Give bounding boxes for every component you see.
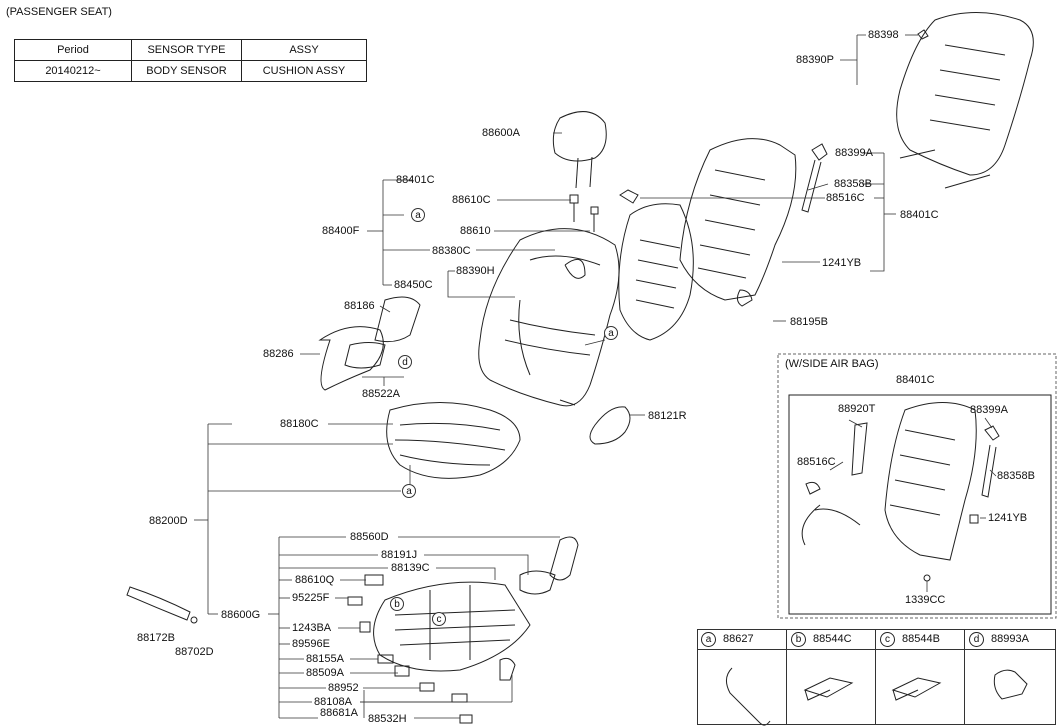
callout-c: c — [432, 612, 446, 626]
sensor-type-value: BODY SENSOR — [131, 60, 242, 82]
label-88191J: 88191J — [381, 549, 418, 561]
label-88195B: 88195B — [790, 316, 828, 328]
label-88952: 88952 — [328, 682, 359, 694]
side-airbag-title: (W/SIDE AIR BAG) — [785, 358, 879, 370]
legend-part-a: 88627 — [723, 633, 754, 645]
label-88390P: 88390P — [796, 54, 834, 66]
label-sab-1241YB: 1241YB — [988, 512, 1028, 524]
label-88522A: 88522A — [362, 388, 400, 400]
label-88155A: 88155A — [306, 653, 344, 665]
legend-letter-c: c — [880, 632, 895, 647]
legend-cell-d: d 88993A — [965, 629, 1056, 725]
label-88186: 88186 — [344, 300, 375, 312]
assy-value: CUSHION ASSY — [241, 60, 367, 82]
side-airbag-frame — [777, 353, 1057, 619]
label-88108A: 88108A — [314, 696, 352, 708]
legend-box — [697, 629, 1056, 725]
side-airbag-drawing — [801, 402, 1000, 592]
legend-letter-b: b — [791, 632, 806, 647]
back-board-drawing — [896, 12, 1034, 189]
side-shield-drawing — [589, 406, 631, 445]
label-88200D: 88200D — [149, 515, 188, 527]
legend-letter-d: d — [969, 632, 984, 647]
label-88610C: 88610C — [452, 194, 491, 206]
label-sab-88401C: 88401C — [896, 374, 935, 386]
period-value: 20140212~ — [14, 60, 132, 82]
backrest-bracket-drawing — [619, 143, 828, 213]
label-88380C: 88380C — [432, 245, 471, 257]
label-88398: 88398 — [868, 29, 899, 41]
legend-part-c: 88544B — [902, 633, 940, 645]
side-airbag-inner-frame — [788, 394, 1052, 615]
label-88180C: 88180C — [280, 418, 319, 430]
callout-d: d — [398, 355, 412, 369]
diagram-title: (PASSENGER SEAT) — [6, 6, 112, 18]
label-89596E: 89596E — [292, 638, 330, 650]
legend-part-b: 88544C — [813, 633, 852, 645]
legend-part-d: 88993A — [991, 633, 1029, 645]
seat-cushion-drawing — [386, 402, 521, 479]
callout-a-cushion: a — [402, 484, 416, 498]
legend-cell-c: c 88544B — [876, 629, 965, 725]
legend: a 88627 b 88544C c 88544B d 88993A — [697, 629, 1056, 725]
clip-drawing — [190, 616, 198, 624]
label-88400F: 88400F — [322, 225, 360, 237]
label-sab-1339CC: 1339CC — [905, 594, 946, 606]
label-88681A: 88681A — [320, 707, 358, 719]
legend-icons — [726, 667, 1028, 726]
legend-cell-a: a 88627 — [697, 629, 787, 725]
label-88532H: 88532H — [368, 713, 407, 725]
label-88401C-right: 88401C — [900, 209, 939, 221]
callout-b: b — [390, 597, 404, 611]
label-sab-88358B: 88358B — [997, 470, 1035, 482]
label-sab-88399A: 88399A — [970, 404, 1008, 416]
label-88399A: 88399A — [835, 147, 873, 159]
label-88610Q: 88610Q — [295, 574, 335, 586]
seat-track-drawing — [347, 574, 531, 724]
label-88286: 88286 — [263, 348, 294, 360]
label-88401C-top: 88401C — [396, 174, 435, 186]
seat-back-frame-drawing — [618, 138, 797, 341]
label-88600G: 88600G — [221, 609, 261, 621]
label-88172B: 88172B — [137, 632, 175, 644]
duct-drawing — [519, 536, 579, 595]
label-88450C: 88450C — [394, 279, 433, 291]
period-table: Period SENSOR TYPE ASSY 20140212~ BODY S… — [14, 39, 367, 82]
legend-cell-b: b 88544C — [787, 629, 876, 725]
label-88516C: 88516C — [826, 192, 865, 204]
leader-lines — [194, 34, 918, 719]
label-88610: 88610 — [460, 225, 491, 237]
seat-back-cover-drawing — [478, 228, 620, 407]
headrest-drawing — [552, 111, 607, 189]
label-88139C: 88139C — [391, 562, 430, 574]
label-88702D: 88702D — [175, 646, 214, 658]
label-1241YB: 1241YB — [822, 257, 862, 269]
sensor-type-header: SENSOR TYPE — [131, 39, 242, 61]
label-sab-88516C: 88516C — [797, 456, 836, 468]
label-88121R: 88121R — [648, 410, 687, 422]
label-88509A: 88509A — [306, 667, 344, 679]
callout-a-cover: a — [604, 326, 618, 340]
label-88358B: 88358B — [834, 178, 872, 190]
legend-letter-a: a — [701, 632, 716, 647]
label-88390H: 88390H — [456, 265, 495, 277]
headrest-guide-drawing — [569, 194, 599, 232]
label-sab-88920T: 88920T — [838, 403, 876, 415]
side-cover-drawing — [318, 296, 421, 391]
label-88600A: 88600A — [482, 127, 520, 139]
callout-a-backrest: a — [411, 208, 425, 222]
trim-strip-drawing — [126, 586, 191, 621]
label-1243BA: 1243BA — [292, 622, 332, 634]
label-95225F: 95225F — [292, 592, 330, 604]
label-88560D: 88560D — [350, 531, 389, 543]
